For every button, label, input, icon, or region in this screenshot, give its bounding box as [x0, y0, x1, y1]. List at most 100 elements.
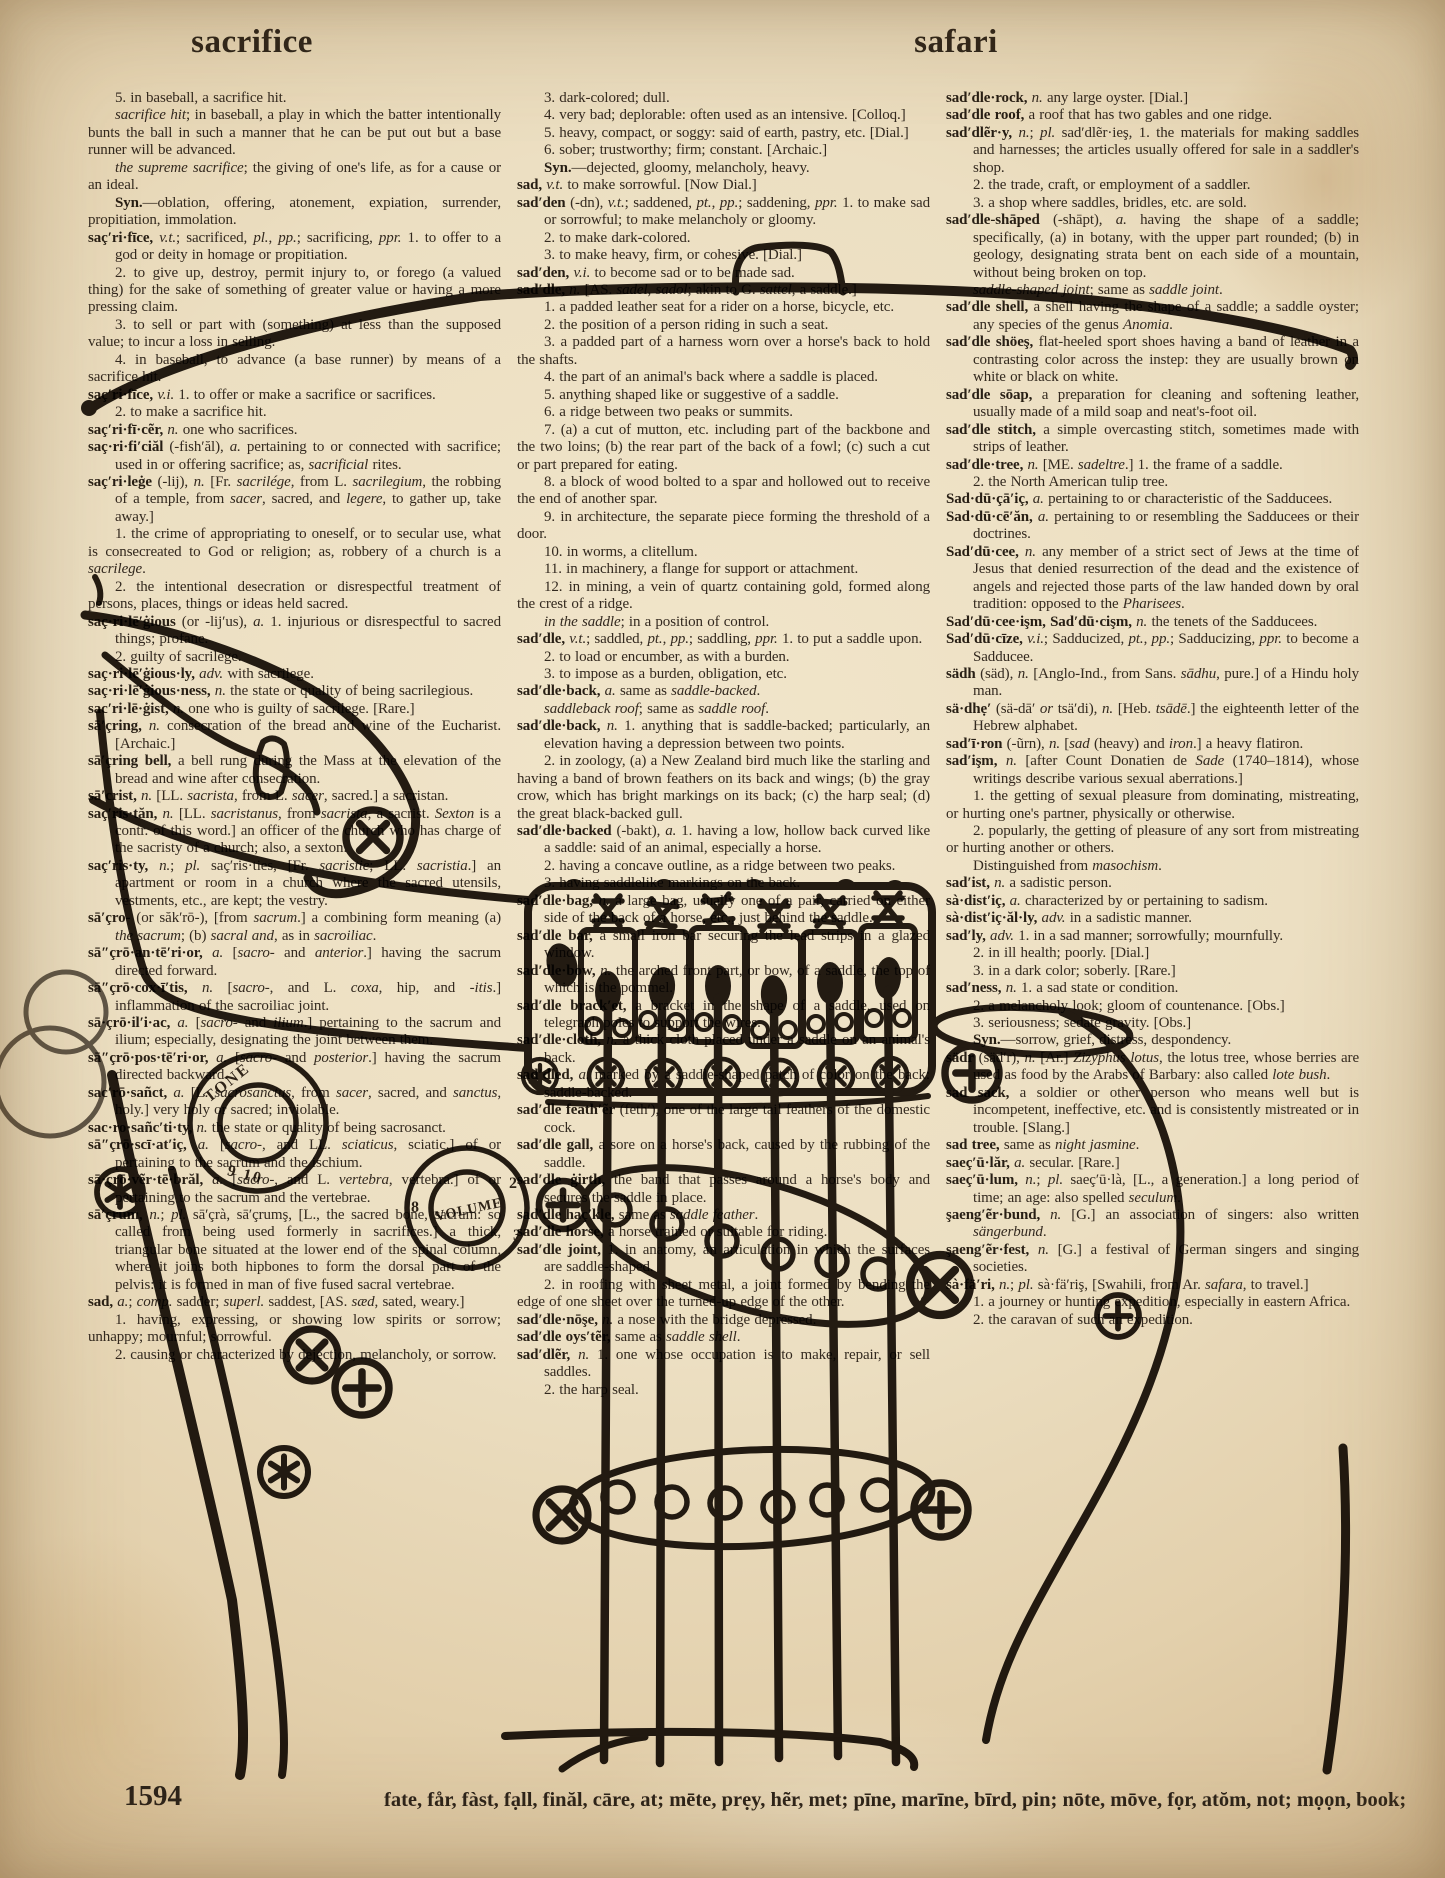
dictionary-sense: 2. having a concave outline, as a ridge … [544, 857, 896, 874]
dictionary-entry: sä·dhẹ′ (sä-dā′ or tsä′di), n. [Heb. tsā… [946, 700, 1359, 735]
dictionary-entry: saeç′ū·lum, n.; pl. saeç′ū·là, [L., a ge… [946, 1172, 1359, 1206]
dictionary-sense: 2. to give up, destroy, permit injury to… [88, 264, 501, 316]
dictionary-entry: sad′ī·ron (-ũrn), n. [sad (heavy) and ir… [946, 735, 1304, 752]
dictionary-entry: sad′den (-dn), v.t.; saddened, pt., pp.;… [517, 194, 930, 229]
dictionary-sense: 3. in a dark color; soberly. [Rare.] [973, 962, 1176, 979]
neck-joint-bump [732, 241, 847, 296]
bottom-swoop-stroke [501, 1727, 919, 1773]
pickup-oval-upper [539, 1164, 932, 1328]
dictionary-entry: sad′ist, n. a sadistic person. [946, 875, 1112, 892]
dictionary-entry: sad, v.t. to make sorrowful. [Now Dial.] [517, 177, 757, 194]
dictionary-entry: saç′ris·tăn, n. [LL. sacristanus, from s… [88, 805, 501, 857]
dictionary-sense: 10. in worms, a clitellum. [544, 543, 698, 560]
dictionary-sense: 2. popularly, the getting of pleasure of… [946, 823, 1359, 857]
dictionary-sense: 2. to make dark-colored. [544, 229, 691, 246]
guitar-strings [599, 985, 901, 1768]
dictionary-entry: sad′dle gall, a sore on a horse's back, … [517, 1137, 930, 1171]
dictionary-entry: sad′dle·bow, n. the arched front part, o… [517, 962, 930, 997]
dictionary-entry: Sad·dū·cē′ăn, a. pertaining to or resemb… [946, 508, 1359, 543]
page-number: 1594 [124, 1780, 182, 1812]
dictionary-entry: sad′ly, adv. 1. in a sad manner; sorrowf… [946, 927, 1284, 944]
dictionary-entry: sädh (säd), n. [Anglo-Ind., from Sans. s… [946, 665, 1359, 700]
dictionary-sense: 3. a padded part of a harness worn over … [517, 334, 930, 368]
dictionary-sense: 4. very bad; deplorable: often used as a… [544, 107, 906, 124]
dictionary-sense: 3. to impose as a burden, obligation, et… [544, 665, 787, 682]
dictionary-sense: 2. the trade, craft, or employment of a … [973, 177, 1251, 194]
dictionary-sense: 4. the part of an animal's back where a … [544, 369, 878, 386]
dictionary-entry: sad′dlẽr, n. 1. one whose occupation is … [517, 1346, 930, 1381]
dictionary-sense: 5. in baseball, a sacrifice hit. [115, 90, 287, 106]
dictionary-entry: sad′dle·backed (-bakt), a. 1. having a l… [517, 823, 930, 857]
dictionary-sense: 8. a block of wood bolted to a spar and … [517, 473, 930, 508]
column-left: 5. in baseball, a sacrifice hit.sacrific… [88, 90, 501, 1796]
dictionary-entry: sad′dle stitch, a simple overcasting sti… [946, 421, 1359, 456]
dictionary-sense: 2. causing or characterized by dejection… [115, 1346, 497, 1363]
dictionary-entry: şaeng′ẽr·bund, n. [G.] an association of… [946, 1207, 1359, 1241]
dictionary-sense: 5. anything shaped like or suggestive of… [544, 386, 839, 403]
dictionary-sense: 2. the harp seal. [544, 1381, 639, 1398]
dictionary-entry: saç·ri·fi′ciăl (-fish′ăl), a. pertaining… [88, 439, 501, 473]
dictionary-entry: saç′ri·fī·cẽr, n. one who sacrifices. [88, 421, 298, 438]
dictionary-sense: 2. to load or encumber, as with a burden… [544, 648, 790, 665]
dictionary-entry: sad′dle·back, n. 1. anything that is sad… [517, 718, 930, 752]
dictionary-sense: 5. heavy, compact, or soggy: said of ear… [544, 124, 909, 141]
dictionary-entry: şaeng′ẽr·fest, n. [G.] a festival of Ger… [946, 1241, 1359, 1276]
dictionary-sense: Syn.—oblation, offering, atonement, expi… [88, 194, 501, 229]
dictionary-sense: Syn.—dejected, gloomy, melancholy, heavy… [544, 159, 810, 176]
text-columns: 5. in baseball, a sacrifice hit.sacrific… [88, 90, 1360, 1796]
dictionary-sense: 12. in mining, a vein of quartz containi… [517, 578, 930, 613]
volume-stamp-digit-right: 3 [513, 1227, 523, 1244]
dictionary-sense: 2. the position of a person riding in su… [544, 316, 829, 333]
dictionary-sense: 1. the crime of appropriating to oneself… [88, 526, 501, 578]
dictionary-entry: sad′dle, v.t.; saddled, pt., pp.; saddli… [517, 631, 923, 648]
dictionary-entry: sā′çro- (or săk′rō-), [from sacrum.] a c… [88, 910, 501, 944]
guitar-bridge [523, 879, 936, 1110]
dictionary-sense: 3. dark-colored; dull. [544, 90, 670, 106]
dictionary-sense: 9. in architecture, the separate piece f… [517, 508, 930, 543]
dictionary-sense: in the saddle; in a position of control. [544, 613, 770, 630]
guitar-horn-sketch [80, 574, 421, 899]
volume-knob-stamp: VOLUME 8 2 3 [404, 1145, 530, 1271]
dictionary-entry: sad′dle roof, a roof that has two gables… [946, 107, 1273, 124]
column-right: sad′dle·rock, n. any large oyster. [Dial… [946, 90, 1359, 1796]
dictionary-sense: Distinguished from masochism. [973, 857, 1162, 874]
dictionary-entry: sā″çrō·an·tē′ri·or, a. [sacro- and anter… [88, 945, 501, 979]
sketch-long-strokes [89, 709, 532, 1780]
volume-stamp-digit-top: 2 [509, 1175, 519, 1192]
dictionary-entry: saç′ri·leġe (-lij), n. [Fr. sacrilége, f… [88, 473, 501, 525]
dictionary-entry: sad, a.; comp. sadder; superl. saddest, … [88, 1294, 465, 1311]
dictionary-entry: sad′işm, n. [after Count Donatien de Sad… [946, 753, 1359, 787]
dictionary-sense: 3. a shop where saddles, bridles, etc. a… [973, 194, 1247, 211]
dictionary-entry: sad′dle sōap, a preparation for cleaning… [946, 386, 1359, 421]
guitar-body-top-arc [81, 241, 1358, 416]
dictionary-entry: sac·ro·sañc′ti·ty, n. the state or quali… [88, 1119, 446, 1136]
intonation-screws [584, 1008, 912, 1040]
dictionary-entry: sà·dist′iç, a. characterized by or perta… [946, 892, 1268, 909]
saddle-poles [595, 957, 902, 1017]
dictionary-sense: 11. in machinery, a flange for support o… [544, 561, 859, 578]
dictionary-entry: sad′dlẽr·y, n.; pl. sad′dlẽr·ieş, 1. the… [946, 124, 1359, 176]
column-middle: 3. dark-colored; dull.4. very bad; deplo… [517, 90, 930, 1796]
dictionary-entry: sad′dle joint, 1. in anatomy, an articul… [517, 1241, 930, 1276]
dictionary-entry: sad′dle-shāped (-shāpt), a. having the s… [946, 212, 1359, 281]
pickup-oval-lower [536, 1445, 968, 1551]
tone-knob-stamp: TONE 9 10 [187, 1052, 329, 1194]
dictionary-entry: sā″çrō·pos·tē′ri·or, a. [sacro- and post… [88, 1049, 501, 1084]
dictionary-entry: saç′ri·fīce, v.t.; sacrificed, pl., pp.;… [88, 229, 501, 264]
volume-stamp-label: VOLUME [434, 1196, 504, 1225]
dictionary-sense: 2. guilty of sacrilege. [115, 648, 242, 665]
dictionary-sense: 7. (a) a cut of mutton, etc. including p… [517, 421, 930, 473]
dictionary-entry: Sad·dū·çā′iç, a. pertaining to or charac… [946, 491, 1333, 508]
dictionary-entry: sac′ri·lē·ġist, n. one who is guilty of … [88, 700, 415, 717]
dictionary-entry: sad′dle·tree, n. [ME. sadeltre.] 1. the … [946, 456, 1283, 473]
screw-icons [97, 810, 1139, 1496]
dictionary-entry: sad′dle shöeş, flat-heeled sport shoes h… [946, 334, 1359, 386]
dictionary-sense: saddleback roof; same as saddle roof. [544, 700, 769, 717]
dictionary-entry: Sad′dū·cee·işm, Sad′dū·cişm, n. the tene… [946, 613, 1318, 630]
dictionary-sense: sacrifice hit; in baseball, a play in wh… [88, 107, 501, 159]
dictionary-sense: 6. a ridge between two peaks or summits. [544, 404, 793, 421]
dictionary-entry: sädr (säd′r), n. [Ar.] Zizyphus lotus, t… [946, 1049, 1359, 1084]
dictionary-entry: sà·dist′iç·ăl·ly, adv. in a sadistic man… [946, 910, 1192, 927]
